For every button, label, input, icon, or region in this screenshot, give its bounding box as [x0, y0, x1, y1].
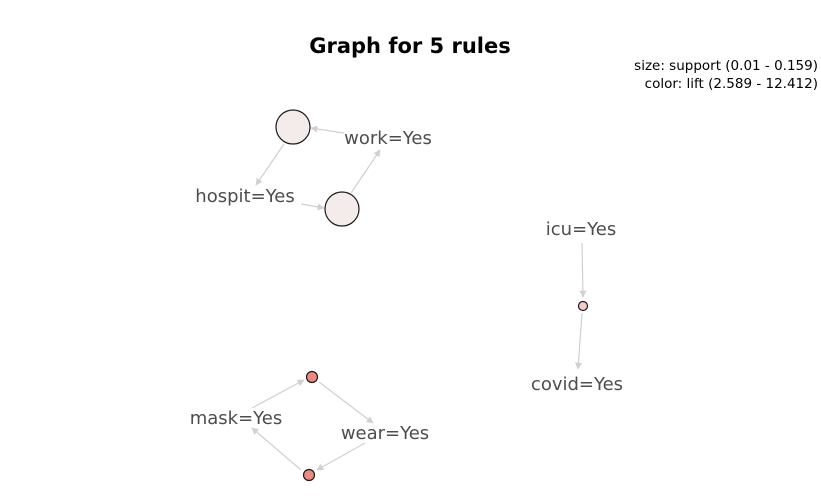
rule-icu-covid-node — [577, 300, 589, 312]
item-label-mask: mask=Yes — [190, 408, 283, 429]
item-label-work: work=Yes — [344, 128, 432, 149]
item-label-wear: wear=Yes — [341, 423, 429, 444]
edges — [251, 125, 587, 471]
rule-wear-mask-node — [302, 468, 316, 482]
rule-wear-mask-edge-in — [316, 442, 366, 471]
rule-mask-wear-edge-in — [251, 379, 305, 409]
item-labels: work=Yes hospit=Yes icu=Yes covid=Yes mask=Y… — [190, 128, 623, 444]
legend-size: size: support (0.01 - 0.159) — [634, 58, 818, 74]
item-label-icu: icu=Yes — [546, 219, 616, 240]
rule-icu-covid-edge-out — [574, 312, 583, 370]
rule-work-hospit-node — [275, 109, 311, 145]
rule-work-hospit-edge-out — [255, 143, 285, 186]
rule-hospit-work-edge-out — [350, 149, 381, 194]
rule-mask-wear-node — [305, 370, 319, 384]
rule-work-hospit-edge-in — [310, 125, 345, 134]
graph-title: Graph for 5 rules — [309, 34, 510, 58]
rule-nodes — [275, 109, 589, 482]
rule-hospit-work-node — [324, 191, 360, 227]
item-label-covid: covid=Yes — [531, 374, 623, 395]
rule-hospit-work-edge-in — [300, 203, 325, 211]
item-label-hospit: hospit=Yes — [195, 186, 294, 207]
legend-color: color: lift (2.589 - 12.412) — [645, 76, 818, 92]
rule-icu-covid-edge-in — [579, 242, 587, 298]
rule-mask-wear-edge-out — [318, 381, 374, 424]
rule-wear-mask-edge-out — [251, 427, 302, 471]
